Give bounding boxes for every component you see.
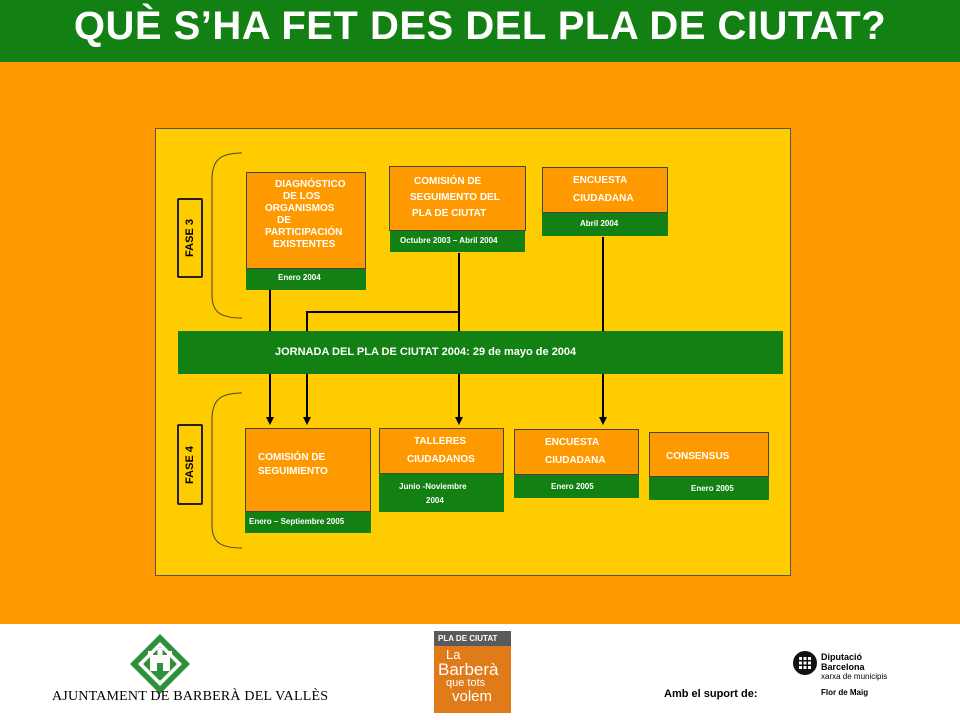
- diputacio-sub: Flor de Maig: [821, 688, 869, 697]
- consensus-box: CONSENSUS: [649, 432, 769, 477]
- encuesta-2005-box: ENCUESTA CIUDADANA: [514, 429, 639, 475]
- talleres-box: TALLERES CIUDADANOS: [379, 428, 504, 474]
- diagnostico-date: Enero 2004: [246, 269, 366, 290]
- consensus-date: Enero 2005: [649, 477, 769, 500]
- ajuntament-name: AJUNTAMENT DE BARBERÀ DEL VALLÈS: [52, 689, 329, 704]
- page-title: QUÈ S’HA FET DES DEL PLA DE CIUTAT?: [73, 4, 887, 48]
- encuesta-2004-date: Abril 2004: [542, 213, 668, 236]
- talleres-date: Junio -Noviembre 2004: [379, 474, 504, 512]
- encuesta-2004-box: ENCUESTA CIUDADANA: [542, 167, 668, 213]
- fase4-brace: [211, 392, 243, 549]
- suport-label: Amb el suport de:: [664, 688, 758, 700]
- jornada-banner: JORNADA DEL PLA DE CIUTAT 2004: 29 de ma…: [178, 331, 783, 374]
- comision-seguimiento-date: Enero – Septiembre 2005: [245, 512, 371, 533]
- diputacio-name: Diputació Barcelona xarxa de municipis: [821, 652, 888, 681]
- fase3-brace: [211, 152, 243, 319]
- diagnostico-box: DIAGNÓSTICO DE LOS ORGANISMOS DE PARTICI…: [246, 172, 366, 269]
- encuesta-2005-date: Enero 2005: [514, 475, 639, 498]
- fase3-label: FASE 3: [177, 198, 203, 278]
- comision-seguimento-date: Octubre 2003 – Abril 2004: [390, 231, 525, 252]
- fase4-label: FASE 4: [177, 424, 203, 505]
- comision-seguimento-box: COMISIÓN DE SEGUIMENTO DEL PLA DE CIUTAT: [389, 166, 526, 231]
- pla-ciutat-logo: PLA DE CIUTAT La Barberà que tots volem: [434, 631, 511, 713]
- title-bar: [0, 0, 960, 62]
- comision-seguimiento-box: COMISIÓN DE SEGUIMIENTO: [245, 428, 371, 512]
